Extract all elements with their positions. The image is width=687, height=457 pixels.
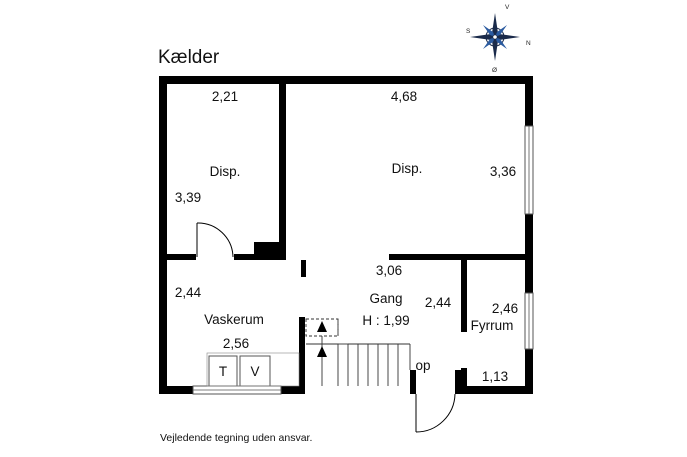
gang-name-label: Gang	[369, 291, 402, 306]
fyrrum-name-label: Fyrrum	[471, 318, 514, 333]
vaskerum-name-label: Vaskerum	[204, 312, 264, 327]
floor-title: Kælder	[158, 47, 220, 68]
disclaimer-text: Vejledende tegning uden ansvar.	[160, 432, 312, 444]
fyrrum-width-label: 1,13	[482, 369, 508, 384]
vaskerum-depth-label: 2,44	[175, 285, 202, 300]
stair-op-label: op	[415, 358, 430, 373]
appliance-v-label: V	[250, 364, 259, 379]
compass-s-label: S	[466, 28, 471, 35]
doors	[196, 222, 456, 433]
vaskerum-width-label: 2,56	[223, 336, 249, 351]
appliance-t-label: T	[219, 364, 227, 379]
compass-icon: V S N Ø	[466, 4, 531, 74]
stair-arrow-icon	[317, 321, 327, 357]
disp-left-depth-label: 3,39	[175, 190, 201, 205]
disp-right-name-label: Disp.	[392, 161, 423, 176]
gang-height-label: H : 1,99	[362, 313, 409, 328]
gang-depth-label: 2,44	[425, 295, 452, 310]
stairs	[305, 318, 411, 386]
gang-width-label: 3,06	[376, 263, 402, 278]
compass-o-label: Ø	[492, 67, 497, 74]
compass-n-label: N	[526, 40, 531, 47]
disp-right-depth-label: 3,36	[490, 164, 516, 179]
appliances	[206, 352, 300, 387]
disp-left-name-label: Disp.	[210, 164, 241, 179]
disp-left-width-label: 2,21	[212, 89, 238, 104]
disp-right-width-label: 4,68	[391, 89, 417, 104]
walls	[159, 76, 533, 394]
compass-v-label: V	[505, 4, 510, 11]
fyrrum-depth-label: 2,46	[492, 301, 518, 316]
